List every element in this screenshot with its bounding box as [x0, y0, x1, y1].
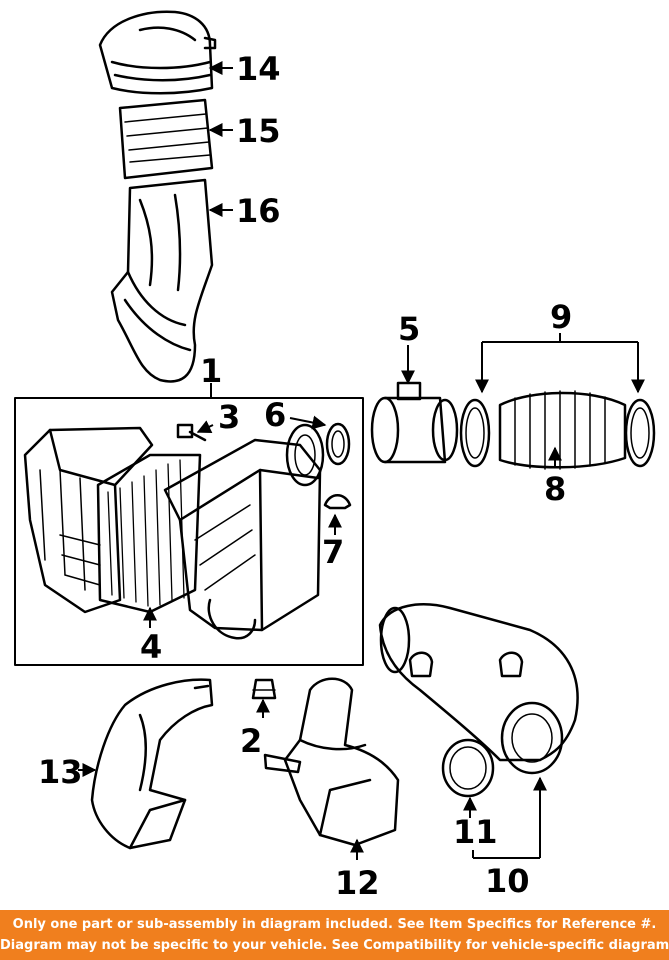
- callout-3: 3: [218, 398, 240, 436]
- part-8-intake-hose: [498, 390, 627, 470]
- callout-6: 6: [264, 396, 286, 434]
- part-2-grommet: [251, 678, 277, 700]
- part-12-resonator: [263, 677, 400, 847]
- assembly-1-frame: [14, 397, 364, 666]
- part-4-air-filter: [96, 453, 202, 614]
- part-15-filter-insert: [118, 98, 214, 180]
- disclaimer-banner: Only one part or sub-assembly in diagram…: [0, 910, 669, 960]
- disclaimer-line-2: Diagram may not be specific to your vehi…: [0, 938, 669, 953]
- part-11-gasket: [441, 738, 495, 798]
- leader-lines: [78, 61, 645, 860]
- part-7-clip: [323, 494, 352, 510]
- part-13-outlet-duct: [90, 678, 214, 850]
- callout-10: 10: [485, 862, 530, 900]
- callout-2: 2: [240, 722, 262, 760]
- parts-diagram: 14 15 16 1 3 6 7 4 5 9 8 2 13 12 11 10: [14, 10, 656, 902]
- callout-1: 1: [200, 352, 222, 390]
- part-10-resonator-duct: [378, 603, 579, 775]
- callout-9: 9: [550, 298, 572, 336]
- part-14-duct-cover: [98, 10, 217, 95]
- callout-5: 5: [398, 310, 420, 348]
- callout-13: 13: [38, 753, 83, 791]
- part-3-bolt: [176, 423, 207, 442]
- part-6-gasket: [325, 422, 351, 466]
- part-air-cleaner-lower-housing: [23, 426, 154, 614]
- part-5-mass-airflow-sensor: [370, 381, 459, 464]
- part-16-inlet-duct: [110, 178, 214, 383]
- callout-4: 4: [140, 628, 162, 666]
- callout-15: 15: [236, 112, 281, 150]
- callout-12: 12: [335, 864, 380, 902]
- part-air-cleaner-upper-housing: [163, 423, 325, 640]
- disclaimer-line-1: Only one part or sub-assembly in diagram…: [12, 917, 657, 932]
- callout-7: 7: [322, 533, 344, 571]
- callout-16: 16: [236, 192, 281, 230]
- callout-8: 8: [544, 470, 566, 508]
- callout-14: 14: [236, 50, 281, 88]
- callout-labels: 14 15 16 1 3 6 7 4 5 9 8 2 13 12 11 10: [38, 50, 572, 902]
- callout-11: 11: [453, 813, 498, 851]
